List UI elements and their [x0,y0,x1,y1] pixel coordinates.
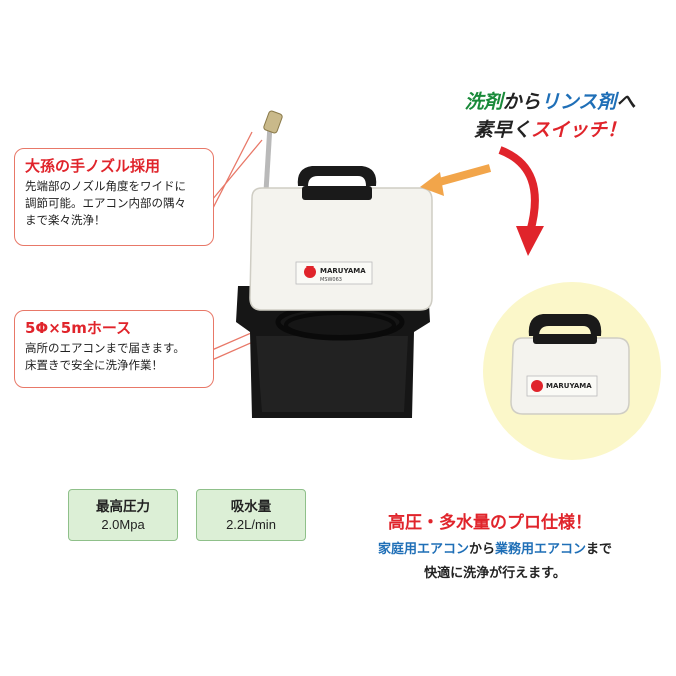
tagline-until: まで [586,542,613,557]
callout-nozzle-pointer [211,131,253,211]
model-text: MSW063 [320,277,342,283]
brand-text: MARUYAMA [320,267,366,275]
tagline-line2: 家庭用エアコンから業務用エアコンまで [330,538,660,557]
callout-hose-body: 高所のエアコンまで届きます。 床置きで安全に洗浄作業！ [15,340,213,374]
callout-nozzle-line: まで楽々洗浄！ [25,213,106,227]
inset-brand-text: MARUYAMA [546,382,592,390]
callout-nozzle-title: 大孫の手ノズル採用 [25,157,161,175]
tagline-line3: 快適に洗浄が行えます。 [424,566,566,581]
tank [249,187,433,311]
pro-spec-heading: 高圧・多水量のプロ仕様！ [388,513,592,533]
spec-badge-flow: 吸水量 2.2L/min [196,489,306,541]
headline-to: へ [616,91,636,113]
nozzle-head [263,110,283,134]
spec-value: 2.2L/min [226,517,276,532]
headline-switch: スイッチ！ [531,119,627,141]
callout-nozzle: 大孫の手ノズル採用 先端部のノズル角度をワイドに 調節可能。エアコン内部の隅々 … [14,148,214,246]
callout-nozzle-line: 調節可能。エアコン内部の隅々 [25,196,186,210]
callout-hose-line: 床置きで安全に洗浄作業！ [25,358,163,372]
headline-rinse: リンス剤 [540,91,617,113]
tagline-business-ac: 業務用エアコン [495,542,587,557]
headline-from: から [502,91,541,113]
tank-cap [302,186,372,200]
spec-badge-pressure: 最高圧力 2.0Mpa [68,489,178,541]
headline-detergent: 洗剤 [464,91,503,113]
tank-handle [297,166,377,186]
inset-tank-illustration: MARUYAMA [510,314,630,415]
spec-value: 2.0Mpa [101,517,145,532]
callout-nozzle-body: 先端部のノズル角度をワイドに 調節可能。エアコン内部の隅々 まで楽々洗浄！ [15,178,213,229]
callout-hose-title: 5Φ×5mホース [25,319,132,337]
callout-nozzle-line: 先端部のノズル角度をワイドに [25,179,186,193]
tagline-home-ac: 家庭用エアコン [377,542,469,557]
tank-label [295,261,373,285]
spec-title: 吸水量 [230,499,272,515]
tagline-from: から [468,542,495,557]
spec-title: 最高圧力 [96,499,150,515]
orange-arrow-icon [430,164,492,188]
red-arrow-icon [498,146,539,234]
headline: 洗剤からリンス剤へ 素早くスイッチ！ [440,88,660,144]
callout-hose-line: 高所のエアコンまで届きます。 [25,341,185,355]
callout-hose: 5Φ×5mホース 高所のエアコンまで届きます。 床置きで安全に洗浄作業！ [14,310,214,388]
headline-quickly: 素早く [473,119,531,141]
